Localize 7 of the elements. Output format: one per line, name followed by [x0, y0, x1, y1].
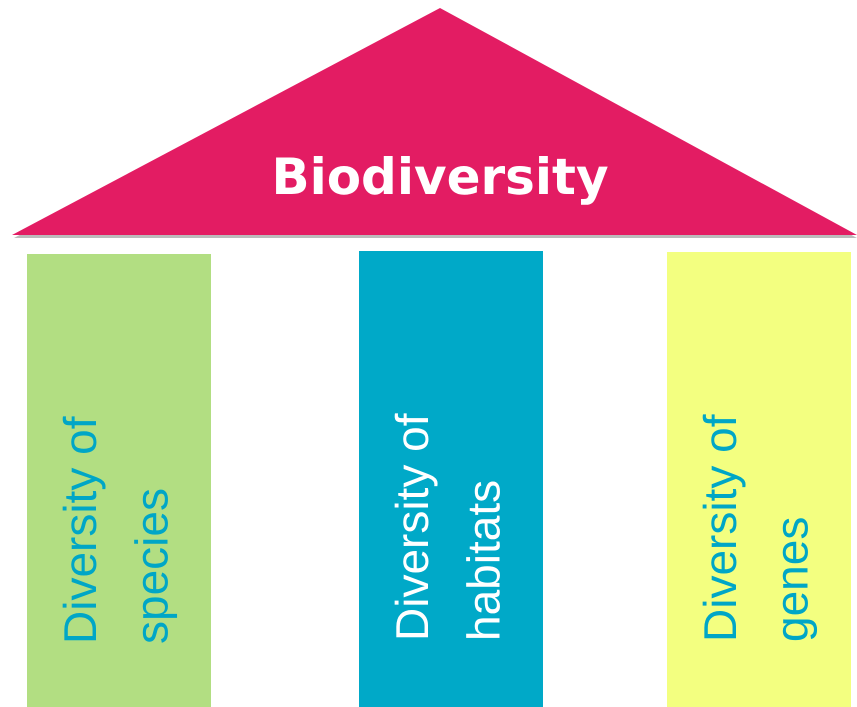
pillar: [27, 254, 211, 707]
pillar-label: Diversity of genes: [693, 413, 818, 642]
pillar: [667, 252, 851, 707]
pillar: [359, 251, 543, 707]
pillar-label: Diversity of habitats: [385, 412, 510, 641]
pillar-label: Diversity of species: [53, 415, 178, 644]
roof-label: Biodiversity: [271, 148, 609, 206]
